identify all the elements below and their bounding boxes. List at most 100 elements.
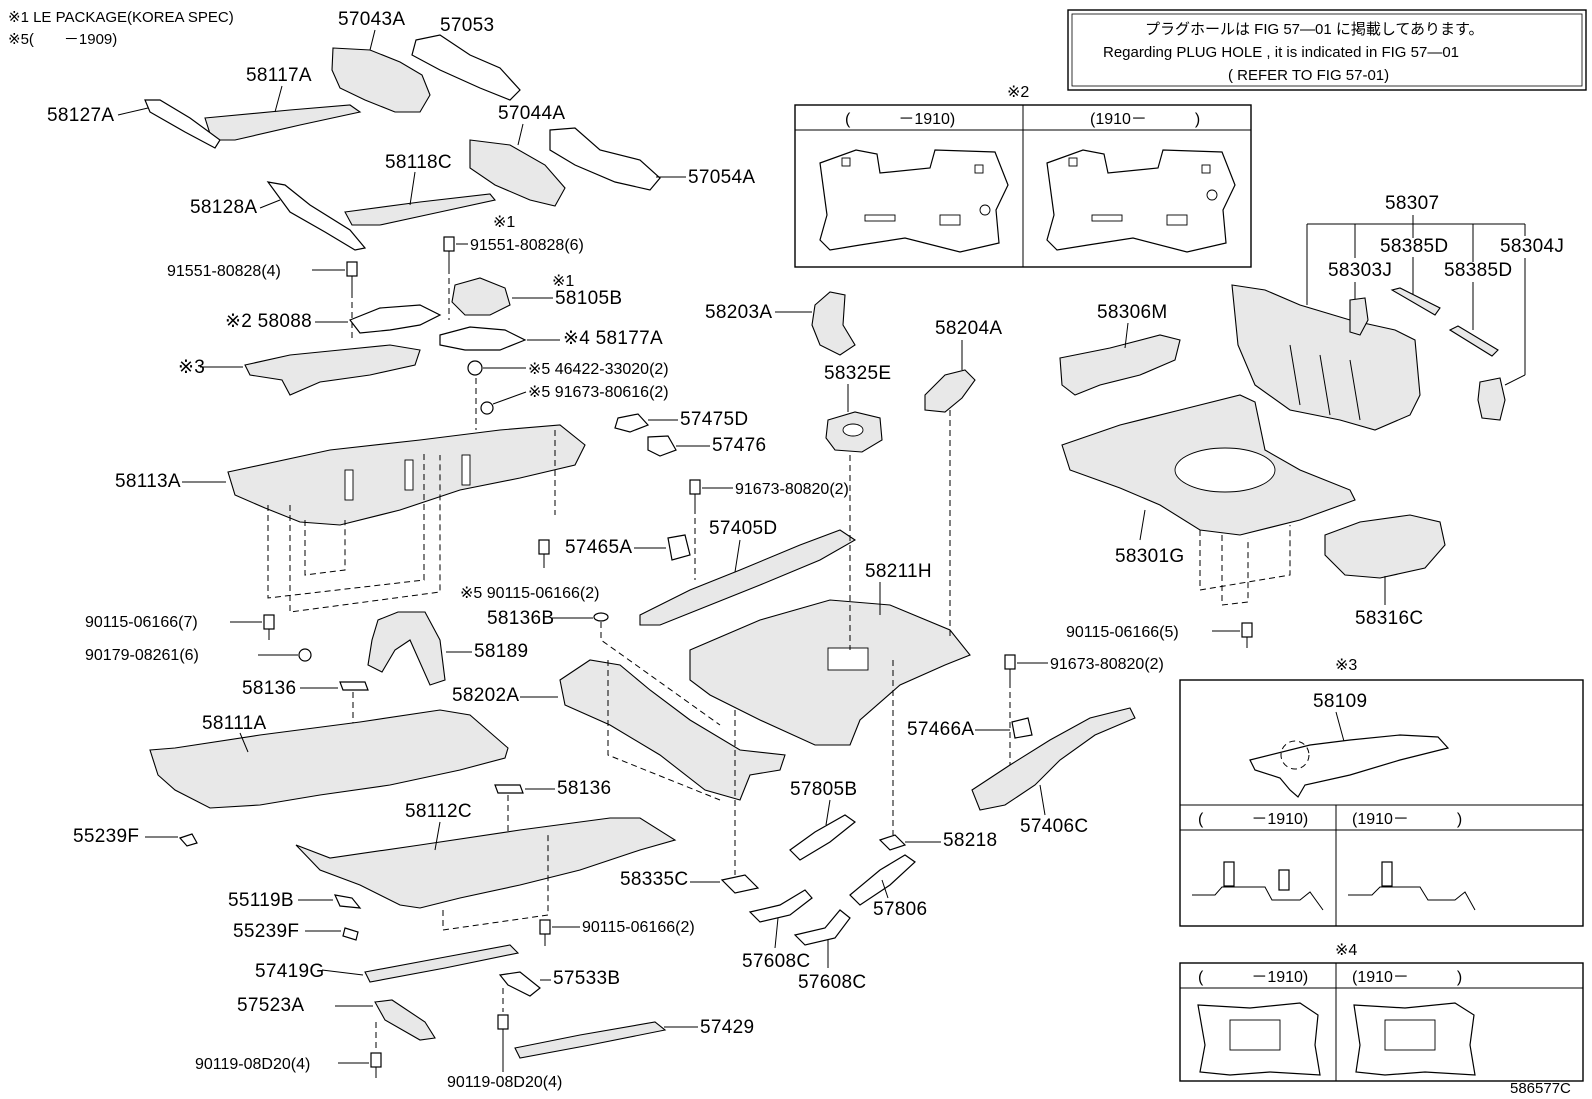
label-90119-a: 90119-08D20(4) <box>195 1056 310 1073</box>
label-57043A: 57043A <box>338 9 405 30</box>
label-90119-b: 90119-08D20(4) <box>447 1074 562 1091</box>
inset-4-mark: ※4 <box>1335 942 1357 959</box>
part-46422: ※5 46422-33020(2) <box>467 360 669 378</box>
part-55119B: 55119B <box>228 890 362 911</box>
label-90115-a: ※5 90115-06166(2) <box>460 585 599 602</box>
plug-note-en: Regarding PLUG HOLE , it is indicated in… <box>1103 44 1459 61</box>
label-91551-6: 91551-80828(6) <box>470 237 584 254</box>
label-57608C-b: 57608C <box>798 972 866 993</box>
label-55239F-a: 55239F <box>73 826 139 847</box>
part-58136B: 58136B <box>487 608 721 726</box>
part-58177A: ※4 58177A <box>439 326 663 351</box>
inset-3-mark: ※3 <box>1335 657 1357 674</box>
part-58335C: 58335C <box>620 710 760 894</box>
label-58316C: 58316C <box>1355 608 1423 629</box>
label-90115-c: 90115-06166(2) <box>582 919 695 936</box>
bolt-90115-c: 90115-06166(2) <box>539 919 695 946</box>
label-91673-b: 91673-80820(2) <box>735 481 849 498</box>
label-58385D-b: 58385D <box>1444 260 1512 281</box>
part-58203A: 58203A <box>705 291 856 356</box>
inset-3-right-caption: (1910－ ) <box>1352 811 1462 828</box>
label-91673-a: ※5 91673-80616(2) <box>528 384 669 401</box>
part-57476: 57476 <box>647 435 766 457</box>
inset-2-bracket-right <box>1046 149 1236 253</box>
label-58127A: 58127A <box>47 105 114 126</box>
label-58117A: 58117A <box>246 65 312 86</box>
plug-note-ref: ( REFER TO FIG 57-01) <box>1228 67 1389 84</box>
label-55119B: 55119B <box>228 890 294 911</box>
part-91673-a: ※5 91673-80616(2) <box>475 378 669 430</box>
label-57476: 57476 <box>712 435 766 456</box>
part-90179: 90179-08261(6) <box>85 647 312 664</box>
part-55239F-b: 55239F <box>233 921 359 942</box>
part-57429: 57429 <box>514 1017 754 1059</box>
part-58118C: 58118C <box>344 152 497 226</box>
part-57475D: 57475D <box>614 409 748 433</box>
part-57053: 57053 <box>411 15 521 101</box>
label-58307: 58307 <box>1385 193 1439 214</box>
inset-2-left-caption: ( －1910) <box>845 111 955 128</box>
part-58316C: 58316C <box>1324 514 1446 629</box>
part-57523A: 57523A <box>237 995 436 1050</box>
label-46422: ※5 46422-33020(2) <box>528 361 669 378</box>
part-57419G: 57419G <box>255 944 520 983</box>
part-58303J: 58303J <box>1328 260 1392 336</box>
label-58204A: 58204A <box>935 318 1002 339</box>
label-58105B: 58105B <box>555 288 622 309</box>
note-le-package: ※1 LE PACKAGE(KOREA SPEC) <box>8 9 234 26</box>
inset-2: ※2 ( －1910) (1910－ ) <box>794 84 1252 268</box>
bolt-90115-a: ※5 90115-06166(2) <box>460 539 599 602</box>
bolt-90119-a: 90119-08D20(4) <box>195 1052 382 1078</box>
part-57608C-a: 57608C <box>742 889 813 972</box>
part-58211H: 58211H <box>689 410 971 746</box>
bolt-91551-b: 91551-80828(4) <box>167 261 358 340</box>
part-58385D-b: 58385D <box>1444 260 1512 357</box>
part-58325E: 58325E <box>824 363 891 453</box>
part-58136-b: 58136 <box>494 778 611 860</box>
label-58218: 58218 <box>943 830 997 851</box>
label-58306M: 58306M <box>1097 302 1167 323</box>
part-57533B: 57533B <box>498 968 620 1012</box>
note-5: ※5( －1909) <box>8 31 117 48</box>
inset-2-bracket-left <box>819 149 1009 253</box>
bolt-91551-a: 91551-80828(6) <box>443 236 584 320</box>
label-58335C: 58335C <box>620 869 688 890</box>
part-58128A: 58128A <box>190 181 367 251</box>
part-57054A: 57054A <box>549 127 755 191</box>
label-90115-d: 90115-06166(5) <box>1066 624 1179 641</box>
plug-hole-note: プラグホールは FIG 57―01 に掲載してあります。 Regarding P… <box>1067 9 1587 91</box>
label-57608C-a: 57608C <box>742 951 810 972</box>
label-58385D-a: 58385D <box>1380 236 1448 257</box>
label-57406C: 57406C <box>1020 816 1088 837</box>
part-58117A: 58117A <box>204 65 362 141</box>
label-57805B: 57805B <box>790 779 857 800</box>
bolt-90119-b: 90119-08D20(4) <box>447 1014 562 1091</box>
inset-2-mark: ※2 <box>1007 84 1029 101</box>
label-57405D: 57405D <box>709 518 777 539</box>
plug-note-jp: プラグホールは FIG 57―01 に掲載してあります。 <box>1145 21 1483 38</box>
part-58112C: 58112C <box>295 801 677 931</box>
inset-4-right-caption: (1910－ ) <box>1352 969 1462 986</box>
label-55239F-b: 55239F <box>233 921 299 942</box>
label-57466A: 57466A <box>907 719 974 740</box>
label-mark3: ※3 <box>178 357 205 378</box>
label-58136B: 58136B <box>487 608 554 629</box>
label-58304J: 58304J <box>1500 236 1564 257</box>
inset-4: ※4 ( －1910) (1910－ ) <box>1179 942 1584 1082</box>
label-91673-c: 91673-80820(2) <box>1050 656 1164 673</box>
part-58301G: 58301G <box>1061 394 1356 606</box>
inset-3-part-label: 58109 <box>1313 691 1367 712</box>
part-58111A: 58111A <box>149 709 509 809</box>
label-57054A: 57054A <box>688 167 755 188</box>
part-58113A: 58113A <box>115 424 586 613</box>
label-57523A: 57523A <box>237 995 304 1016</box>
part-58218: 58218 <box>878 660 997 851</box>
part-58304J: 58304J <box>1477 236 1564 421</box>
label-58136-b: 58136 <box>557 778 611 799</box>
drawing-number: 586577C <box>1510 1080 1571 1097</box>
part-58105B: 58105B <box>451 277 622 316</box>
part-57806: 57806 <box>849 854 927 920</box>
part-57608C-b: 57608C <box>793 909 866 993</box>
part-58189: 58189 <box>367 611 528 686</box>
